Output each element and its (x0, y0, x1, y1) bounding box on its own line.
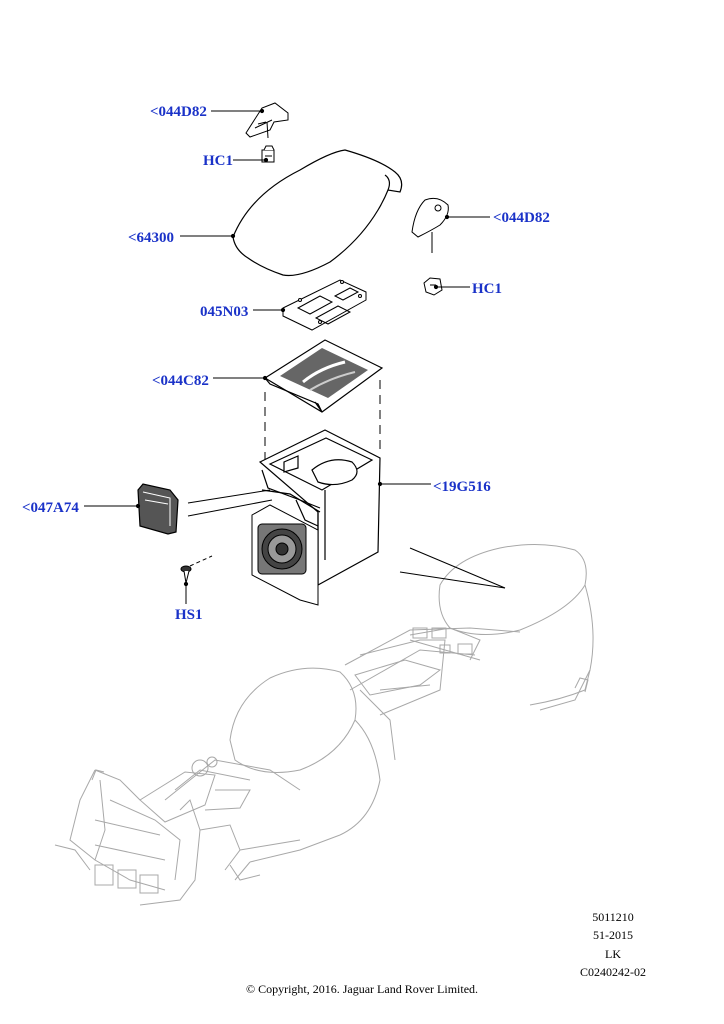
callout-044c82[interactable]: <044C82 (152, 373, 209, 389)
callout-044d82-top[interactable]: <044D82 (150, 104, 207, 120)
assembly-dash-lines (264, 380, 381, 460)
callout-hc1-top[interactable]: HC1 (203, 153, 233, 169)
clip-right[interactable] (423, 277, 443, 296)
callout-047a74[interactable]: <047A74 (22, 500, 79, 516)
hinge-plate[interactable] (282, 279, 367, 331)
center-console-ghost (54, 543, 594, 906)
copyright-notice: © Copyright, 2016. Jaguar Land Rover Lim… (245, 982, 479, 996)
lid-liner[interactable] (263, 339, 384, 413)
cap-bracket-top[interactable] (245, 102, 289, 139)
storage-bin[interactable] (258, 429, 381, 587)
callout-044d82-right[interactable]: <044D82 (493, 210, 550, 226)
storage-tray-insert[interactable] (137, 483, 179, 535)
screw-hs1[interactable] (180, 555, 213, 584)
armrest-cushion[interactable] (232, 149, 403, 277)
leader-lines (84, 108, 506, 604)
ref-illustration-id: C0240242-02 (580, 965, 646, 979)
callout-19g516[interactable]: <19G516 (433, 479, 491, 495)
ref-date: 51-2015 (593, 928, 633, 942)
callout-045n03[interactable]: 045N03 (200, 304, 249, 320)
cooling-fan (251, 504, 319, 606)
ref-number: 5011210 (592, 910, 634, 924)
ref-code: LK (605, 947, 621, 961)
callout-hc1-right[interactable]: HC1 (472, 281, 502, 297)
callout-hs1[interactable]: HS1 (175, 607, 203, 623)
callout-64300[interactable]: <64300 (128, 230, 175, 246)
cap-bracket-right[interactable] (411, 197, 449, 238)
